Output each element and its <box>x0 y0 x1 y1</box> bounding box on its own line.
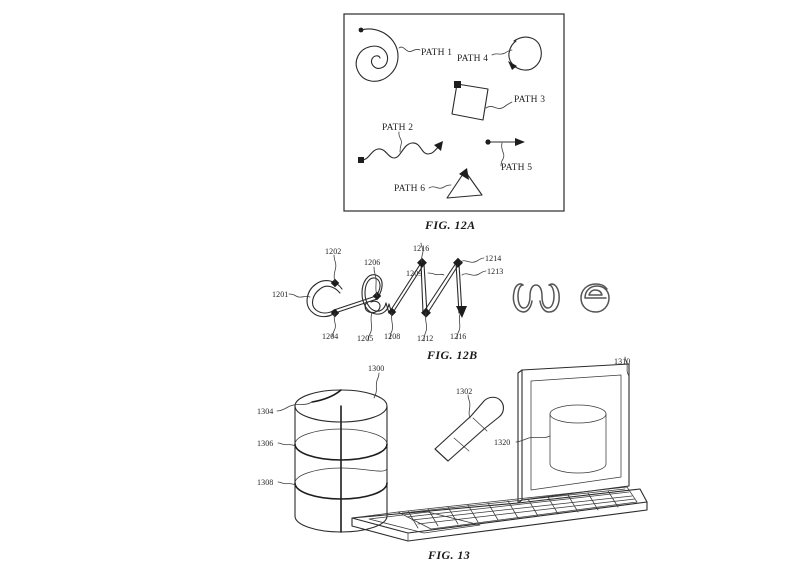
path-2-wavy <box>358 131 443 163</box>
onscreen-cylinder-1320 <box>549 404 607 474</box>
stylus-ferrule <box>472 417 488 432</box>
ref-1209: 1209 <box>406 269 422 278</box>
path-3-start-dot <box>454 81 461 88</box>
laptop-screen-bezel <box>530 374 622 491</box>
handwriting-sample <box>306 257 467 318</box>
fig-12a-frame <box>343 13 565 212</box>
path-1-leader <box>398 46 421 52</box>
fig-13-caption: FIG. 13 <box>428 548 471 562</box>
path-2-leader <box>398 131 402 153</box>
keyboard-well <box>397 486 638 530</box>
fig-12b-leaders <box>288 242 487 342</box>
laptop-trackpad <box>368 511 481 534</box>
ref-1300: 1300 <box>368 364 384 373</box>
fig-13-leaders <box>276 356 630 486</box>
path-2-start-dot <box>358 157 364 163</box>
ref-1320: 1320 <box>494 438 510 447</box>
fig-12b-caption: FIG. 12B <box>427 348 478 362</box>
path-4-ellipse <box>491 36 542 71</box>
ref-1216-top: 1216 <box>413 244 429 253</box>
onscreen-cylinder-bottom <box>549 463 607 474</box>
keyboard-keys <box>401 488 636 529</box>
figure-12a: PATH 1 PATH 4 PATH 3 PATH 2 <box>343 13 565 212</box>
onscreen-cylinder-top <box>549 404 607 424</box>
path-4-label: PATH 4 <box>457 54 488 64</box>
ref-1206: 1206 <box>364 258 380 267</box>
control-point-1216b-arrow <box>456 306 467 318</box>
path-1-spiral <box>355 27 421 82</box>
ref-1214: 1214 <box>485 254 501 263</box>
rendered-glyph-m <box>512 283 560 313</box>
ref-1202: 1202 <box>325 247 341 256</box>
path-2-arrowhead <box>434 141 443 151</box>
path-1-label: PATH 1 <box>421 48 452 58</box>
ref-1213: 1213 <box>487 267 503 276</box>
ref-1310: 1310 <box>614 357 630 366</box>
path-6-arrowhead <box>459 168 469 180</box>
ref-1201: 1201 <box>272 290 288 299</box>
laptop-lid-edge <box>517 369 523 504</box>
ref-1216-bottom: 1216 <box>450 332 466 341</box>
stylus-tip <box>434 448 449 462</box>
ref-1304: 1304 <box>257 407 273 416</box>
ref-1306: 1306 <box>257 439 273 448</box>
ref-1205: 1205 <box>357 334 373 342</box>
ref-1308: 1308 <box>257 478 273 487</box>
figure-12b: 1202 1206 1216 1214 1213 1209 1201 1204 … <box>272 242 610 342</box>
path-4-leader <box>491 49 513 56</box>
path-5-line <box>485 138 525 167</box>
cylinder-object <box>294 389 388 533</box>
path-6-triangle <box>428 168 483 199</box>
path-5-label: PATH 5 <box>501 163 532 173</box>
path-3-square <box>451 81 513 121</box>
rendered-glyph-e <box>580 283 610 313</box>
control-point-1202 <box>330 278 340 288</box>
path-4-arrowhead <box>508 61 517 70</box>
path-1-start-dot <box>358 27 364 33</box>
laptop-lid-outer <box>521 363 630 501</box>
laptop-palmrest <box>351 511 399 519</box>
path-2-label: PATH 2 <box>382 123 413 133</box>
ref-1302: 1302 <box>456 387 472 396</box>
path-5-arrowhead <box>515 138 525 146</box>
stylus-barrel <box>434 396 504 462</box>
stylus-grip-line-1 <box>447 428 485 462</box>
ref-1208: 1208 <box>384 332 400 341</box>
fig-12a-caption: FIG. 12A <box>425 218 476 232</box>
laptop-object <box>351 363 648 542</box>
laptop-base-deck <box>351 488 648 534</box>
ref-1212: 1212 <box>417 334 433 342</box>
stylus-grip-line-2 <box>453 437 470 452</box>
ref-1204: 1204 <box>322 332 338 341</box>
cylinder-top-cut <box>311 389 342 403</box>
path-6-leader <box>428 184 452 189</box>
figure-13: 1300 1302 1310 1304 1306 1308 1320 <box>257 356 648 542</box>
path-6-label: PATH 6 <box>394 184 425 194</box>
path-3-leader <box>485 101 513 109</box>
path-5-start-dot <box>485 139 491 145</box>
path-3-label: PATH 3 <box>514 95 545 105</box>
stylus-object <box>434 396 504 462</box>
path-5-leader <box>500 142 505 167</box>
